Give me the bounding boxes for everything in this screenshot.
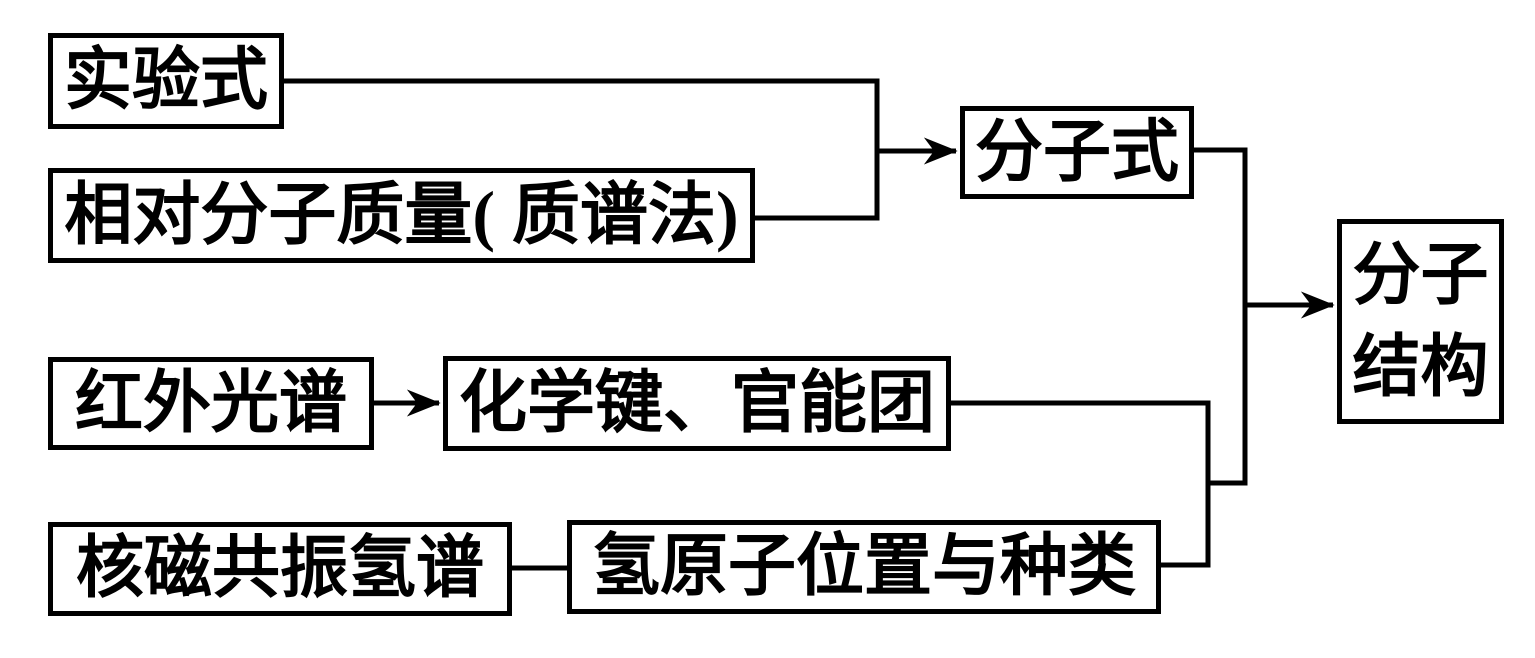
box-bonds-functional-groups-label: 化学键、官能团 bbox=[458, 364, 935, 441]
box-infrared-spectrum-label: 红外光谱 bbox=[74, 364, 347, 441]
box-molecular-structure: 分子结构 bbox=[1337, 219, 1504, 424]
box-molecular-formula-label: 分子式 bbox=[974, 113, 1179, 190]
box-nmr-hydrogen-spectrum-label: 核磁共振氢谱 bbox=[75, 530, 484, 607]
box-empirical-formula-label: 实验式 bbox=[63, 42, 268, 119]
box-relative-molecular-mass-label: 相对分子质量( 质谱法) bbox=[64, 176, 739, 253]
box-bonds-functional-groups: 化学键、官能团 bbox=[443, 356, 951, 451]
box-hydrogen-atom-position-type: 氢原子位置与种类 bbox=[567, 520, 1161, 614]
box-molecular-structure-label: 分子结构 bbox=[1352, 236, 1489, 405]
box-empirical-formula: 实验式 bbox=[48, 33, 284, 129]
box-hydrogen-atom-position-type-label: 氢原子位置与种类 bbox=[591, 528, 1136, 605]
edge-right-bus-upper bbox=[951, 147, 1248, 486]
box-molecular-formula: 分子式 bbox=[960, 106, 1194, 199]
box-infrared-spectrum: 红外光谱 bbox=[48, 357, 374, 450]
box-relative-molecular-mass: 相对分子质量( 质谱法) bbox=[48, 168, 755, 263]
edge-right-bus-lower bbox=[1161, 483, 1211, 568]
box-nmr-hydrogen-spectrum: 核磁共振氢谱 bbox=[48, 522, 512, 616]
